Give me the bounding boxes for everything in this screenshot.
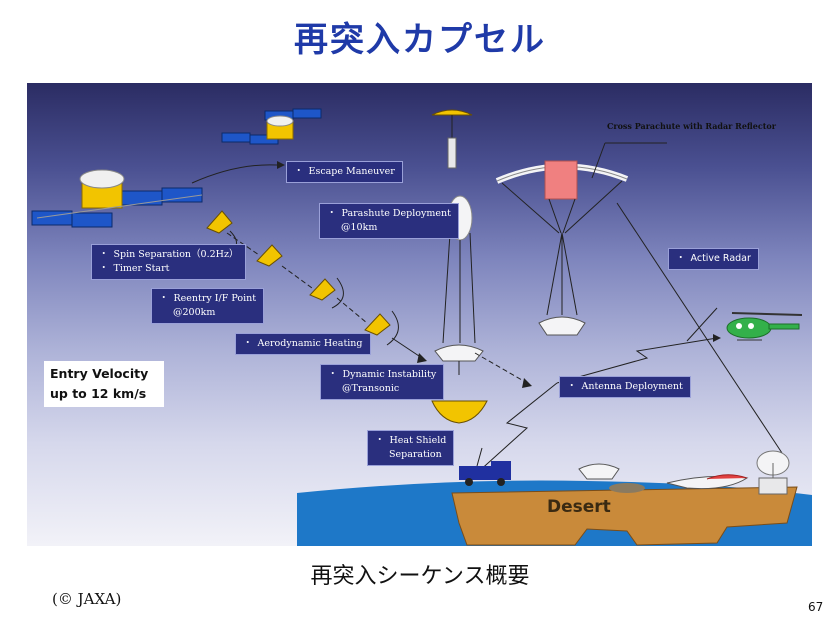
page-title: 再突入カプセル <box>294 20 546 60</box>
label-spin-separation: ・Spin Separation（0.2Hz） ・Timer Start <box>91 244 247 280</box>
helicopter <box>726 312 803 341</box>
radar-dish <box>756 450 790 495</box>
entry-velocity-box: Entry Velocity up to 12 km/s <box>44 361 164 407</box>
recovery-truck <box>459 447 511 486</box>
reentry-sequence-diagram: Cross Parachute with Radar Reflector ・Es… <box>27 83 812 546</box>
diagram-graphics <box>31 108 812 546</box>
desert-island <box>451 486 798 546</box>
hayabusa-satellite-small <box>221 108 322 145</box>
label-heat-shield-separation: ・Heat Shield Separation <box>367 430 455 466</box>
capsule-sequence <box>206 210 427 363</box>
label-escape-maneuver: ・Escape Maneuver <box>286 161 403 183</box>
label-reentry-point: ・Reentry I/F Point @200km <box>151 288 265 324</box>
hayabusa-satellite-large <box>31 169 203 228</box>
label-parachute-deployment: ・Parashute Deployment @10km <box>319 203 459 239</box>
label-dynamic-instability: ・Dynamic Instability @Transonic <box>320 364 445 400</box>
label-active-radar: ・Active Radar <box>668 248 759 270</box>
copyright-notice: (© JAXA) <box>52 590 122 608</box>
page-number: 67 <box>808 600 824 614</box>
diagram-caption: 再突入シーケンス概要 <box>310 564 530 589</box>
desert-label: Desert <box>547 497 611 517</box>
label-aerodynamic-heating: ・Aerodynamic Heating <box>235 333 371 355</box>
cross-parachute-label: Cross Parachute with Radar Reflector <box>607 121 776 131</box>
label-antenna-deployment: ・Antenna Deployment <box>559 376 691 398</box>
